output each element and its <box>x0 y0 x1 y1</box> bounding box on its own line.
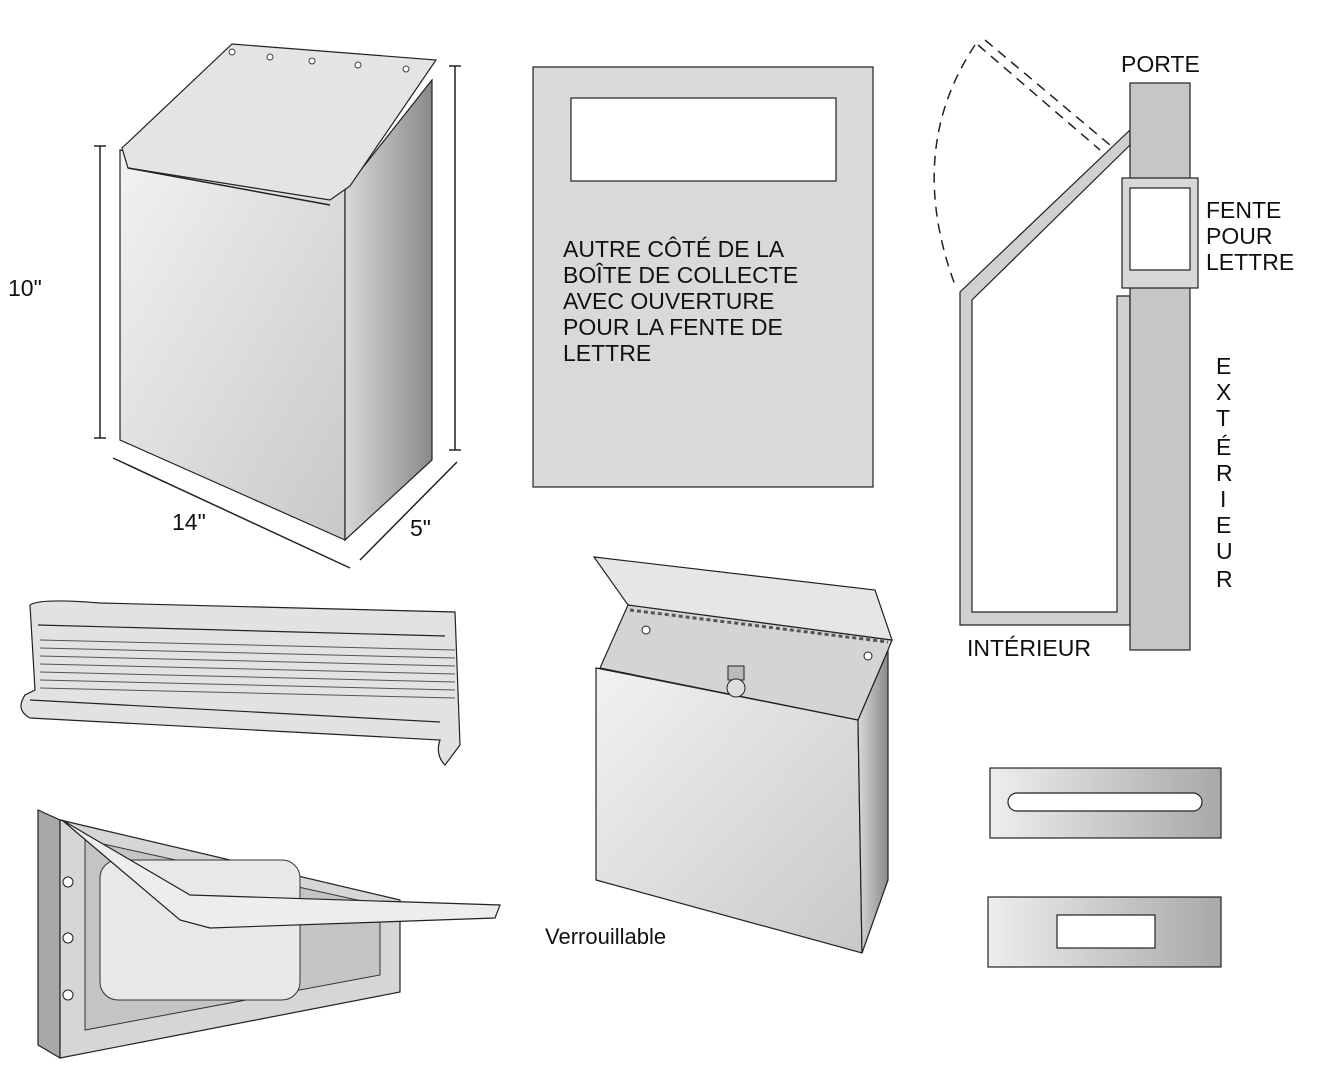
hooded-letter-slot <box>37 809 501 1060</box>
panel-text-line: LETTRE <box>563 340 651 366</box>
height-label: 10" <box>8 275 42 301</box>
box-side-face <box>344 78 433 542</box>
interior-chute <box>959 128 1131 626</box>
exterior-letter: R <box>1216 460 1233 486</box>
slot-label-line: FENTE <box>1206 197 1281 223</box>
panel-text-line: POUR LA FENTE DE <box>563 314 783 340</box>
dimension-lines <box>94 65 461 569</box>
exterior-label: E X T É R I E U R <box>1216 353 1233 592</box>
collection-box-back-panel: AUTRE CÔTÉ DE LA BOÎTE DE COLLECTE AVEC … <box>532 66 874 488</box>
lock-icon <box>726 665 746 698</box>
collection-box-drawing: 10" 14" 5" <box>8 43 461 569</box>
interior-label: INTÉRIEUR <box>967 635 1091 661</box>
door-label: PORTE <box>1121 51 1200 77</box>
lockable-mailbox: Verrouillable <box>545 556 893 954</box>
brush-letter-slot <box>20 600 461 766</box>
exterior-letter: E <box>1216 512 1231 538</box>
slot-label-line: POUR <box>1206 223 1272 249</box>
panel-text-line: AVEC OUVERTURE <box>563 288 774 314</box>
slot-plates <box>987 767 1222 968</box>
door <box>1129 82 1191 651</box>
mailbox-caption: Verrouillable <box>545 924 666 949</box>
panel-slot-opening <box>570 97 837 182</box>
exterior-letter: I <box>1220 486 1226 512</box>
width-label: 14" <box>172 509 206 535</box>
panel-text-line: BOÎTE DE COLLECTE <box>563 262 798 288</box>
exterior-letter: T <box>1216 405 1230 431</box>
box-front-face <box>119 149 346 541</box>
exterior-letter: X <box>1216 379 1231 405</box>
panel-text-line: AUTRE CÔTÉ DE LA <box>563 235 785 262</box>
slot-label-line: LETTRE <box>1206 249 1294 275</box>
exterior-letter: E <box>1216 353 1231 379</box>
door-cross-section: PORTE FENTE POUR LETTRE E X T É R I E U … <box>933 39 1294 661</box>
exterior-letter: É <box>1216 434 1231 460</box>
exterior-letter: R <box>1216 566 1233 592</box>
lid-screws <box>228 48 410 73</box>
exterior-letter: U <box>1216 538 1233 564</box>
depth-label: 5" <box>410 515 431 541</box>
slot-opening <box>1129 187 1191 271</box>
